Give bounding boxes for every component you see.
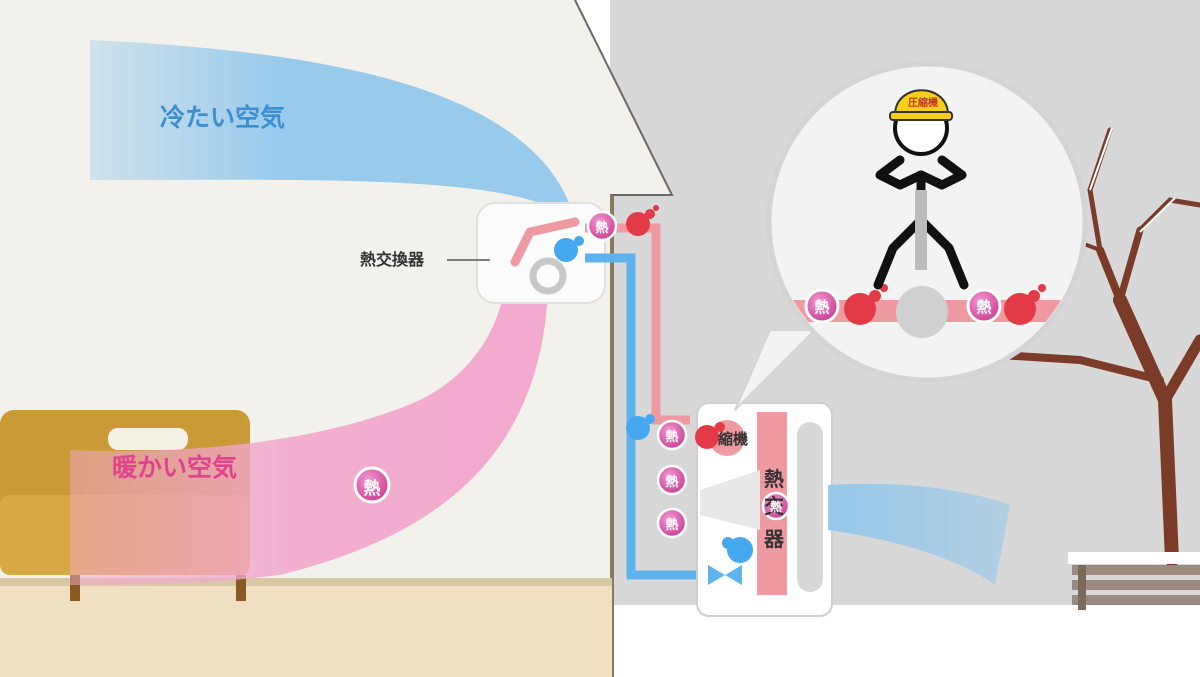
heat-badge: 熱 [363, 479, 381, 499]
bench-icon [1068, 552, 1200, 610]
helmet-label: 圧縮機 [908, 98, 938, 109]
cold-pipe [585, 253, 760, 580]
heat-badge: 熱 [665, 518, 679, 533]
heat-exchanger-label: 熱交換器 [360, 250, 425, 269]
outdoor-hx-label-1: 熱 [764, 467, 784, 491]
baseboard [0, 578, 612, 586]
cold-molecule-icon [554, 236, 753, 563]
roof-edge [574, 0, 674, 196]
heat-badge: 熱 [665, 430, 679, 445]
heat-badge: 熱 [814, 298, 830, 316]
outdoor-hx-label-2: 交 [764, 494, 784, 518]
cold-air-label: 冷たい空気 [160, 103, 286, 132]
tree-icon [996, 127, 1200, 567]
warm-air-stream-icon [70, 285, 548, 585]
outdoor-hx-label-3: 器 [764, 527, 784, 551]
heat-badge-icons [353, 210, 1002, 539]
indoor-unit-icon [476, 202, 606, 304]
heat-molecule-icon [626, 205, 725, 449]
compressor-person-icon [873, 100, 969, 290]
outdoor-air-stream-icon [828, 483, 1010, 585]
heat-badge: 熱 [769, 500, 782, 514]
floor [0, 585, 612, 677]
compressor-label: 縮機 [718, 430, 749, 448]
tree-snow [1089, 127, 1176, 233]
snow-ground [610, 605, 1200, 677]
heat-badge: 熱 [976, 298, 992, 316]
heat-badge: 熱 [595, 221, 609, 236]
helmet-icon [889, 89, 953, 121]
heat-badge: 熱 [665, 475, 679, 490]
cold-air-stream-icon [90, 40, 570, 210]
warm-air-label: 暖かい空気 [112, 453, 238, 482]
